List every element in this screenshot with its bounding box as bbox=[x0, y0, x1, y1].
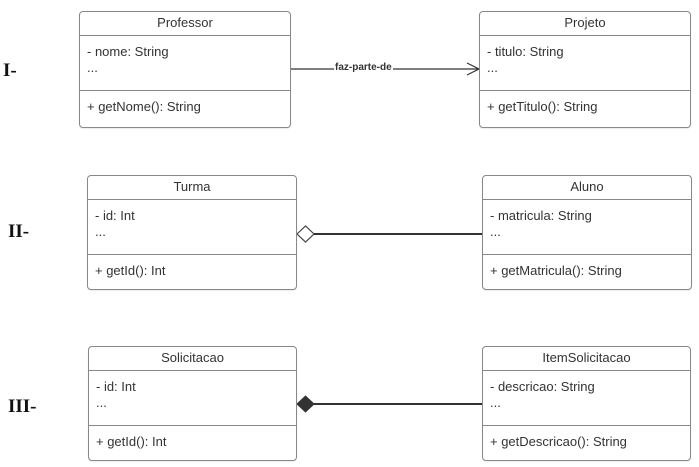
operation: + getMatricula(): String bbox=[490, 263, 622, 278]
attribute: - descricao: String bbox=[490, 379, 595, 394]
operations-compartment: + getMatricula(): String bbox=[483, 255, 691, 279]
class-aluno: Aluno - matricula: String ... + getMatri… bbox=[482, 175, 692, 290]
attribute: ... bbox=[490, 395, 501, 410]
attributes-compartment: - titulo: String ... bbox=[480, 36, 690, 91]
hollow-diamond bbox=[296, 225, 315, 243]
attribute: ... bbox=[87, 60, 98, 75]
operations-compartment: + getId(): Int bbox=[89, 426, 296, 450]
operation: + getTitulo(): String bbox=[487, 99, 598, 114]
filled-diamond bbox=[296, 395, 315, 413]
operations-compartment: + getId(): Int bbox=[88, 255, 296, 279]
attribute: ... bbox=[95, 224, 106, 239]
row-label-3: III- bbox=[8, 396, 37, 417]
operations-compartment: + getTitulo(): String bbox=[480, 91, 690, 115]
class-solicitacao: Solicitacao - id: Int ... + getId(): Int bbox=[88, 346, 297, 461]
operation: + getId(): Int bbox=[96, 434, 167, 449]
association-label: faz-parte-de bbox=[334, 62, 393, 74]
class-name: ItemSolicitacao bbox=[483, 347, 690, 371]
attribute: ... bbox=[487, 60, 498, 75]
operation: + getId(): Int bbox=[95, 263, 166, 278]
attribute: - matricula: String bbox=[490, 208, 592, 223]
class-name: Professor bbox=[80, 12, 290, 36]
attribute: - titulo: String bbox=[487, 44, 564, 59]
class-name: Aluno bbox=[483, 176, 691, 200]
attribute: - id: Int bbox=[96, 379, 136, 394]
attributes-compartment: - id: Int ... bbox=[88, 200, 296, 255]
operations-compartment: + getNome(): String bbox=[80, 91, 290, 115]
attribute: - nome: String bbox=[87, 44, 169, 59]
attribute: ... bbox=[96, 395, 107, 410]
attributes-compartment: - matricula: String ... bbox=[483, 200, 691, 255]
class-professor: Professor - nome: String ... + getNome()… bbox=[79, 11, 291, 128]
operation: + getNome(): String bbox=[87, 99, 201, 114]
class-name: Projeto bbox=[480, 12, 690, 36]
row-label-2: II- bbox=[8, 221, 30, 242]
attributes-compartment: - id: Int ... bbox=[89, 371, 296, 426]
attributes-compartment: - nome: String ... bbox=[80, 36, 290, 91]
operation: + getDescricao(): String bbox=[490, 434, 627, 449]
class-itemsolicitacao: ItemSolicitacao - descricao: String ... … bbox=[482, 346, 691, 461]
attribute: ... bbox=[490, 224, 501, 239]
attributes-compartment: - descricao: String ... bbox=[483, 371, 690, 426]
class-name: Solicitacao bbox=[89, 347, 296, 371]
operations-compartment: + getDescricao(): String bbox=[483, 426, 690, 450]
row-label-1: I- bbox=[3, 60, 17, 81]
attribute: - id: Int bbox=[95, 208, 135, 223]
class-projeto: Projeto - titulo: String ... + getTitulo… bbox=[479, 11, 691, 128]
class-turma: Turma - id: Int ... + getId(): Int bbox=[87, 175, 297, 290]
class-name: Turma bbox=[88, 176, 296, 200]
